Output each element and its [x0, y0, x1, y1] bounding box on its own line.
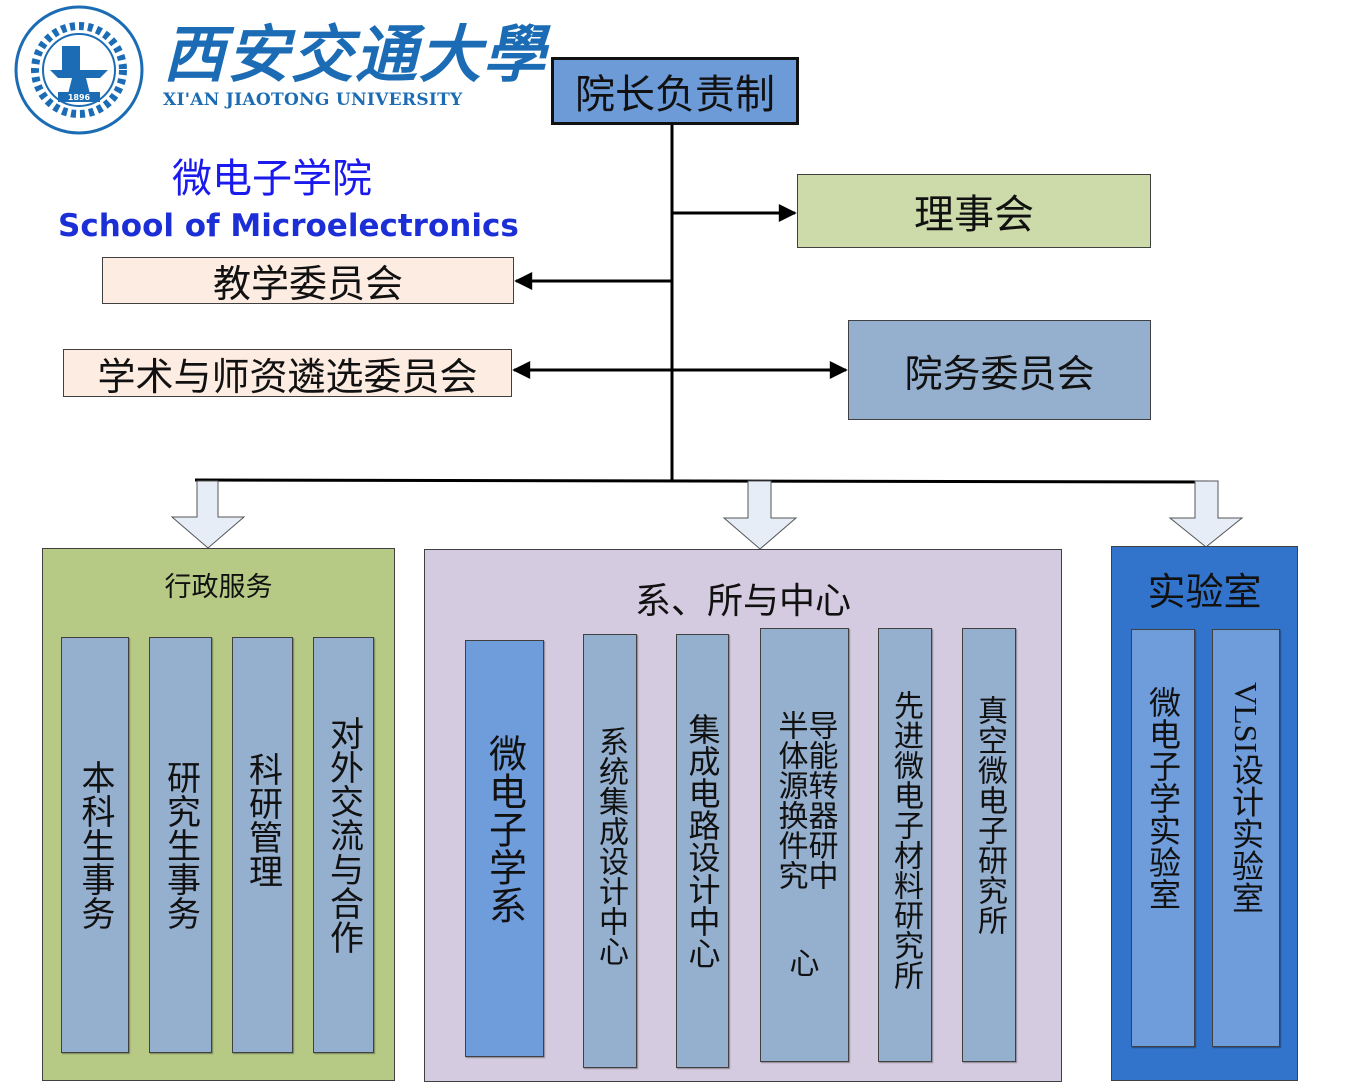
block-arrow-admin: [170, 480, 246, 549]
admin-item-international[interactable]: 对外交流与合作: [313, 637, 374, 1053]
power-devices-label: 导能转器研中 半体源换件究: [772, 710, 838, 890]
school-name-cn: 微电子学院: [172, 156, 372, 202]
lab-item-label: VLSI设计实验室: [1228, 682, 1264, 914]
lab-item-label: 微电子学实验室: [1144, 686, 1182, 910]
laboratories-panel: 实验室 微电子学实验室 VLSI设计实验室: [1111, 546, 1298, 1081]
admin-item-label: 科研管理: [242, 752, 283, 888]
admin-item-undergrad[interactable]: 本科生事务: [61, 637, 129, 1053]
laboratories-title: 实验室: [1147, 570, 1262, 614]
dept-item-label: 系统集成设计中心: [593, 726, 628, 966]
teaching-committee-label: 教学委员会: [212, 262, 403, 306]
dean-responsibility-box[interactable]: 院长负责制: [551, 57, 799, 125]
block-arrow-departments: [722, 480, 798, 550]
dept-item-label-col1: 导能转器研中: [802, 710, 838, 890]
admin-services-panel: 行政服务 本科生事务 研究生事务 科研管理 对外交流与合作: [42, 548, 395, 1081]
school-name-en: School of Microelectronics: [58, 208, 519, 244]
board-label: 理事会: [914, 192, 1034, 238]
dept-item-label: 真空微电子研究所: [972, 695, 1007, 935]
dept-item-power-devices[interactable]: 导能转器研中 半体源换件究 心: [760, 628, 849, 1062]
university-seal-logo: 1896: [10, 4, 148, 136]
admin-item-research-mgmt[interactable]: 科研管理: [232, 637, 293, 1053]
affairs-committee-label: 院务委员会: [904, 351, 1095, 396]
lab-item-vlsi[interactable]: VLSI设计实验室: [1212, 629, 1280, 1047]
departments-title: 系、所与中心: [634, 581, 851, 622]
admin-item-label: 研究生事务: [160, 760, 201, 930]
dept-item-label: 先进微电子材料研究所: [888, 690, 923, 990]
dept-item-microelectronics[interactable]: 微电子学系: [465, 640, 544, 1057]
dept-item-label-col2: 半体源换件究: [772, 710, 808, 890]
admin-item-graduate[interactable]: 研究生事务: [149, 637, 212, 1053]
teaching-committee-box[interactable]: 教学委员会: [102, 257, 514, 306]
seal-year: 1896: [68, 93, 91, 102]
admin-item-label: 本科生事务: [75, 760, 115, 930]
dept-item-advanced-materials[interactable]: 先进微电子材料研究所: [878, 628, 932, 1062]
dept-item-system-integration[interactable]: 系统集成设计中心: [583, 634, 637, 1068]
admin-item-label: 对外交流与合作: [323, 716, 364, 954]
board-of-directors-box[interactable]: 理事会: [797, 174, 1151, 248]
departments-panel: 系、所与中心 微电子学系 系统集成设计中心 集成电路设计中心 导能转器研中 半体…: [424, 549, 1062, 1082]
academic-committee-box[interactable]: 学术与师资遴选委员会: [63, 349, 512, 399]
branch-bar: [194, 478, 1219, 484]
academic-committee-label: 学术与师资遴选委员会: [97, 354, 478, 399]
admin-services-title: 行政服务: [164, 572, 273, 603]
university-name-en: XI'AN JIAOTONG UNIVERSITY: [163, 90, 463, 110]
block-arrow-labs: [1168, 480, 1244, 548]
dept-item-vacuum-microelectronics[interactable]: 真空微电子研究所: [962, 628, 1016, 1062]
dept-item-label: 集成电路设计中心: [683, 713, 722, 969]
dean-label: 院长负责制: [575, 72, 775, 118]
dept-item-label-last: 心: [789, 947, 820, 982]
dept-item-label: 微电子学系: [482, 733, 527, 924]
affairs-committee-box[interactable]: 院务委员会: [848, 320, 1151, 420]
lab-item-microelectronics[interactable]: 微电子学实验室: [1131, 629, 1195, 1047]
dept-item-ic-design[interactable]: 集成电路设计中心: [676, 634, 729, 1068]
university-name-cn: 西安交通大學: [163, 18, 548, 91]
